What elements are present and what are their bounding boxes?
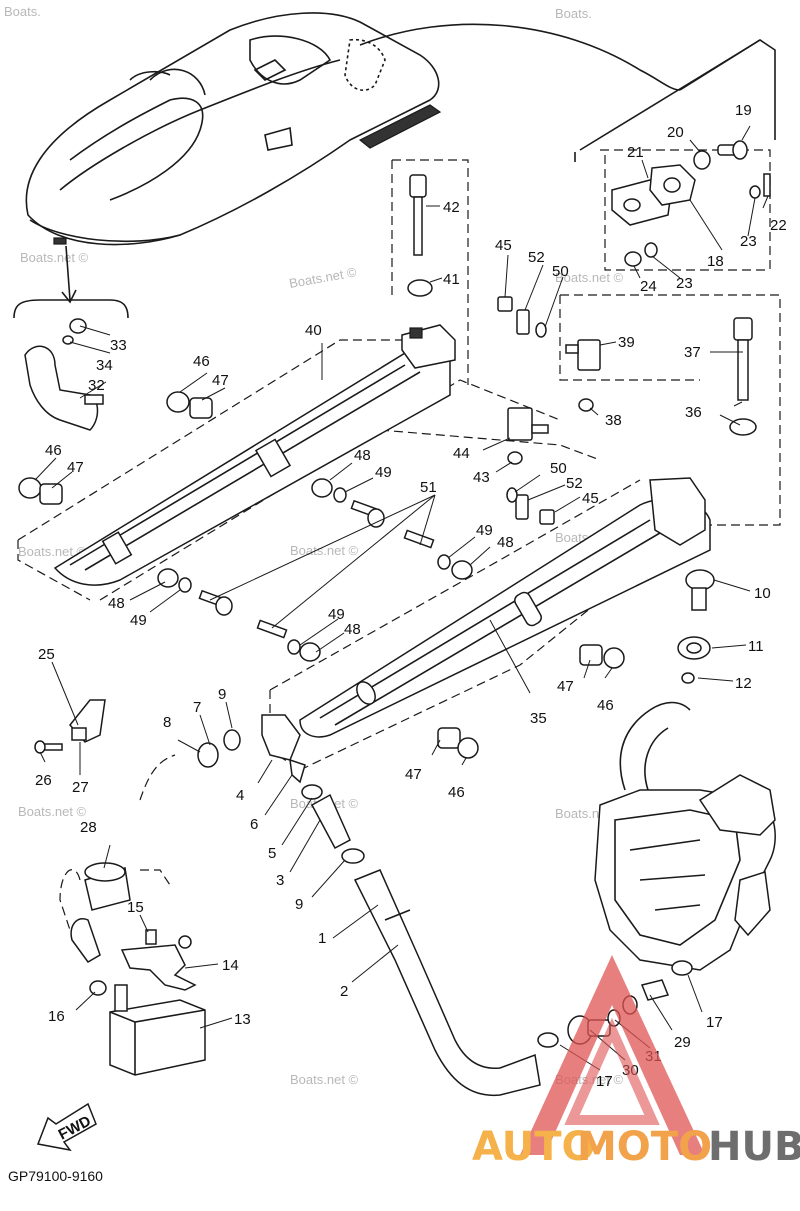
callout-label: 47 — [557, 678, 574, 695]
fwd-arrow-icon: FWD — [36, 1102, 97, 1152]
callout-label: 46 — [597, 697, 614, 714]
callout-label: 49 — [476, 522, 493, 539]
callout-label: 47 — [405, 766, 422, 783]
callout-label: 40 — [305, 322, 322, 339]
callout-label: 34 — [96, 357, 113, 374]
callout-label: 16 — [48, 1008, 65, 1025]
watercraft-illustration — [13, 12, 776, 319]
callout-label: 38 — [605, 412, 622, 429]
callout-label: 49 — [130, 612, 147, 629]
callout-label: 23 — [740, 233, 757, 250]
callout-label: 25 — [38, 646, 55, 663]
leader-lines — [34, 125, 769, 1071]
callout-label: 49 — [328, 606, 345, 623]
callout-label: 35 — [530, 710, 547, 727]
drawing-code: GP79100-9160 — [8, 1168, 103, 1184]
callout-label: 11 — [748, 638, 764, 655]
callout-label: 47 — [212, 372, 229, 389]
callout-label: 32 — [88, 377, 105, 394]
callout-label: 9 — [218, 686, 226, 703]
watermark: Boats.net © — [288, 264, 358, 291]
hoses-and-pump — [70, 701, 776, 1097]
rail-35 — [299, 477, 711, 738]
rail-40 — [53, 324, 456, 586]
automotohub-logo: AUTO MOTO HUB — [472, 955, 800, 1170]
watermark: Boats.net © — [20, 250, 89, 265]
callout-label: 10 — [754, 585, 771, 602]
callout-label: 52 — [566, 475, 583, 492]
callout-label: 12 — [735, 675, 752, 692]
callout-label: 13 — [234, 1011, 251, 1028]
watermark: Boats.net © — [290, 543, 359, 558]
callout-label: 49 — [375, 464, 392, 481]
callout-label: 33 — [110, 337, 127, 354]
callout-label: 52 — [528, 249, 545, 266]
callout-label: 48 — [108, 595, 125, 612]
warning-triangle-icon — [520, 955, 705, 1155]
callout-label: 28 — [80, 819, 97, 836]
callout-label: 4 — [236, 787, 244, 804]
callout-label: 19 — [735, 102, 752, 119]
callout-label: 24 — [640, 278, 657, 295]
callout-label: 21 — [627, 144, 644, 161]
callout-numbers: 1 2 3 4 5 6 7 8 9 9 10 11 12 13 14 15 16… — [35, 102, 787, 1090]
callout-label: 26 — [35, 772, 52, 789]
callout-label: 7 — [193, 699, 201, 716]
callout-label: 18 — [707, 253, 724, 270]
callout-label: 5 — [268, 845, 276, 862]
callout-label: 29 — [674, 1034, 691, 1051]
callout-label: 46 — [193, 353, 210, 370]
watermark-top-left: Boats. — [4, 4, 41, 19]
callout-label: 20 — [667, 124, 684, 141]
watermark: Boats.net © — [18, 544, 87, 559]
logo-text-hub: HUB — [708, 1124, 800, 1170]
callout-label: 47 — [67, 459, 84, 476]
callout-label: 36 — [685, 404, 702, 421]
callout-label: 50 — [550, 460, 567, 477]
watermark: Boats.net © — [290, 1072, 359, 1087]
callout-label: 45 — [495, 237, 512, 254]
callout-label: 45 — [582, 490, 599, 507]
callout-label: 15 — [127, 899, 144, 916]
callout-label: 2 — [340, 983, 348, 1000]
callout-label: 8 — [163, 714, 171, 731]
callout-label: 50 — [552, 263, 569, 280]
assembly-guide-lines — [17, 149, 781, 931]
callout-label: 42 — [443, 199, 460, 216]
callout-label: 48 — [344, 621, 361, 638]
logo-text-moto: MOTO — [577, 1124, 712, 1170]
callout-label: 1 — [318, 930, 326, 947]
callout-label: 51 — [420, 479, 437, 496]
watermark: Boats.net © — [555, 270, 624, 285]
callout-label: 48 — [497, 534, 514, 551]
callout-label: 46 — [45, 442, 62, 459]
watermark: Boats.net © — [18, 804, 87, 819]
callout-label: 48 — [354, 447, 371, 464]
callout-label: 3 — [276, 872, 284, 889]
callout-label: 22 — [770, 217, 787, 234]
callout-label: 44 — [453, 445, 470, 462]
callout-label: 14 — [222, 957, 239, 974]
callout-label: 43 — [473, 469, 490, 486]
callout-label: 37 — [684, 344, 701, 361]
watermark-top-right: Boats. — [555, 6, 592, 21]
callout-label: 23 — [676, 275, 693, 292]
callout-label: 39 — [618, 334, 635, 351]
callout-label: 46 — [448, 784, 465, 801]
callout-label: 9 — [295, 896, 303, 913]
callout-label: 17 — [706, 1014, 723, 1031]
callout-label: 6 — [250, 816, 258, 833]
logo-text-auto: AUTO — [472, 1124, 596, 1170]
callout-label: 41 — [443, 271, 460, 288]
callout-label: 27 — [72, 779, 89, 796]
callout-label: 17 — [596, 1073, 613, 1090]
